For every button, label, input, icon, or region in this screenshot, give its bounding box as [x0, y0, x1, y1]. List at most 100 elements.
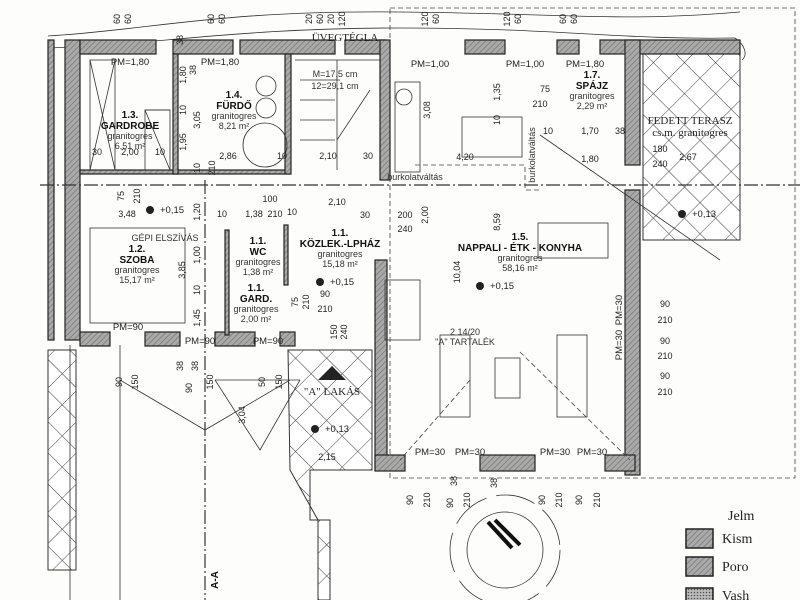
elevation-label: +0,15	[330, 277, 354, 288]
dimension-label: 60	[431, 14, 441, 24]
label-reserve: "A" TARTALÉK	[435, 337, 495, 347]
dimension-label: 60	[569, 14, 579, 24]
dimension-label: 200	[397, 210, 412, 220]
room-floor-finish: granitogres	[233, 304, 279, 314]
dimension-label: 60	[206, 14, 216, 24]
dimension-label: 90	[537, 495, 547, 505]
dimension-label: 38	[190, 361, 200, 371]
dimension-label: 210	[657, 387, 672, 397]
room-name: GARDROBE	[101, 121, 160, 132]
dimension-label: 10	[277, 151, 287, 161]
elevation-label: +0,15	[490, 281, 514, 292]
dimension-label: 60	[123, 14, 133, 24]
dimension-label: 1,38	[245, 209, 263, 219]
dimension-label: 3,08	[422, 101, 432, 119]
room-floor-finish: granitogres	[497, 253, 543, 263]
dimension-label: 90	[445, 498, 455, 508]
room-number: 1.1.	[332, 228, 349, 239]
dimension-label: 240	[652, 159, 667, 169]
elevation-label: +0,15	[160, 205, 184, 216]
room-name: GARD.	[240, 294, 272, 305]
room-name: NAPPALI - ÉTK - KONYHA	[458, 241, 582, 254]
dimension-label: 50	[257, 377, 267, 387]
elevation-marker-icon	[476, 282, 484, 290]
north-arrow-compass	[449, 494, 561, 600]
dimension-label: 90	[114, 377, 124, 387]
dimension-label: 3,48	[118, 209, 136, 219]
apartment-marker-icon	[318, 366, 346, 380]
window-sill-height-label: PM=30	[415, 447, 445, 458]
dimension-label: 210	[657, 351, 672, 361]
room-area: 58,16 m²	[502, 263, 538, 273]
legend-swatch-poro	[685, 556, 714, 577]
dimension-label: 60	[315, 14, 325, 24]
room-name: KÖZLEK.-LPHÁZ	[300, 237, 381, 250]
dimension-label: 38	[449, 476, 459, 486]
dimension-label: 90	[660, 299, 670, 309]
dimension-label: 100	[262, 194, 277, 204]
dimension-label: 210	[422, 492, 432, 507]
dimension-label: 210	[592, 492, 602, 507]
dimension-label: 210	[462, 492, 472, 507]
room-area: 15,17 m²	[119, 275, 155, 285]
walls	[47, 39, 741, 476]
dimension-label: 10	[192, 163, 202, 173]
label-section: A-A	[210, 571, 221, 589]
room-number: 1.1.	[250, 236, 267, 247]
dimension-label: 210	[657, 315, 672, 325]
room-number: 1.5.	[512, 232, 529, 243]
dimension-label: 3,05	[192, 111, 202, 129]
dimension-label: 10	[543, 126, 553, 136]
dimension-label: 10	[178, 105, 188, 115]
room-floor-finish: granitogres	[211, 111, 257, 121]
label-stair-rise: M=17,5 cm	[313, 69, 358, 79]
elevation-marker-icon	[678, 210, 686, 218]
room-area: 2,00 m²	[241, 314, 272, 324]
label-apartment: "A" LAKÁS	[304, 386, 360, 398]
dimension-label: 8,59	[492, 213, 502, 231]
dimension-label: 2,10	[328, 197, 346, 207]
room-area: 8,21 m²	[219, 121, 250, 131]
dimension-label: 150	[205, 374, 215, 389]
dimension-label: 60	[513, 14, 523, 24]
dimension-label: 120	[420, 11, 430, 26]
dimension-label: 90	[660, 371, 670, 381]
dimension-label: 210	[301, 294, 311, 309]
label-glass-block: ÜVEGTÉGLA	[312, 32, 379, 44]
room-floor-finish: granitogres	[235, 257, 281, 267]
dimension-label: 10	[287, 207, 297, 217]
label-terrace-name: FEDETT TERASZ	[648, 115, 733, 127]
dimension-label: 60	[112, 14, 122, 24]
entrance-hatch	[287, 349, 373, 600]
dimension-label: 2,67	[679, 152, 697, 162]
window-sill-height-label: PM=30	[614, 330, 625, 360]
dimension-label: 90	[574, 495, 584, 505]
window-sill-height-label: PM=30	[540, 447, 570, 458]
dimension-label: 10	[155, 147, 165, 157]
dimension-label: 75	[540, 84, 550, 94]
room-number: 1.2.	[129, 244, 146, 255]
window-sill-height-label: PM=90	[185, 336, 215, 347]
dimension-label: 2,86	[219, 151, 237, 161]
window-sill-height-label: PM=1,80	[111, 57, 149, 68]
dimension-label: 75	[290, 297, 300, 307]
window-sill-height-label: PM=30	[614, 295, 625, 325]
dimension-label: 240	[397, 224, 412, 234]
dimension-label: 210	[132, 188, 142, 203]
elevation-label: +0,13	[325, 424, 349, 435]
dimension-label: 210	[207, 160, 217, 175]
dimension-label: 90	[405, 495, 415, 505]
legend	[685, 528, 714, 600]
room-floor-finish: granitogres	[107, 131, 153, 141]
dimension-label: 38	[489, 478, 499, 488]
covered-terrace-hatch	[642, 49, 741, 241]
dimension-label: 150	[274, 374, 284, 389]
room-area: 2,29 m²	[577, 101, 608, 111]
legend-item-label: Poro	[722, 560, 748, 575]
dimension-label: 2,00	[121, 147, 139, 157]
dimension-label: 90	[320, 289, 330, 299]
window-sill-height-label: PM=90	[113, 322, 143, 333]
dimension-label: 1,80	[581, 154, 599, 164]
elevation-label: +0,13	[692, 209, 716, 220]
